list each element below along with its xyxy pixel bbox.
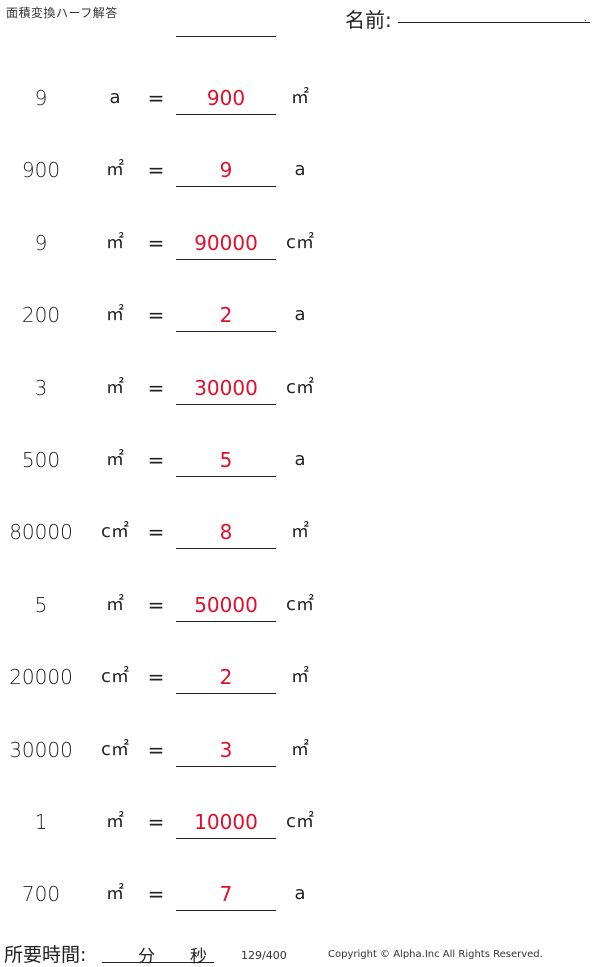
problem-unit: ㎡ — [106, 449, 124, 470]
problem-value: 3 — [34, 375, 48, 400]
equals-sign: = — [147, 737, 165, 762]
target-unit: ㎡ — [291, 738, 309, 760]
problem-value: 700 — [21, 882, 61, 907]
equals-sign: = — [147, 520, 165, 545]
problem-row: 200 ㎡ = 2 a — [0, 295, 600, 335]
time-label: 所要時間: — [4, 944, 87, 966]
copyright: Copyright © Alpha.Inc All Rights Reserve… — [328, 949, 543, 960]
equals-sign: = — [147, 230, 165, 255]
problem-value: 500 — [21, 448, 61, 472]
answer-blank[interactable] — [176, 158, 276, 188]
target-unit: c㎡ — [286, 376, 314, 398]
target-unit: a — [294, 883, 306, 905]
target-unit: c㎡ — [286, 593, 314, 615]
equals-sign: = — [147, 810, 165, 834]
page-number: 129/400 — [241, 949, 287, 962]
minutes-label: 分 — [138, 947, 155, 967]
problem-value: 1 — [34, 810, 48, 834]
name-label: 名前: — [345, 8, 392, 32]
equals-sign: = — [147, 303, 165, 328]
answer-blank[interactable] — [176, 738, 276, 767]
problem-unit: ㎡ — [106, 883, 124, 905]
problem-value: 9 — [34, 230, 48, 255]
answer-blank[interactable] — [176, 593, 276, 622]
problem-value: 20000 — [9, 665, 73, 690]
problem-value: 9 — [34, 86, 48, 110]
answer-blank[interactable] — [176, 810, 276, 839]
equals-sign: = — [147, 665, 165, 690]
problem-row: 9 a = 900 ㎡ — [0, 78, 600, 118]
equals-sign: = — [147, 882, 165, 907]
target-unit: a — [294, 159, 306, 181]
answer-value: 50000 — [194, 592, 258, 617]
problem-row: 1 ㎡ = 10000 c㎡ — [0, 802, 600, 842]
problem-value: 5 — [34, 592, 48, 617]
target-unit: a — [294, 304, 306, 326]
problem-unit: c㎡ — [101, 738, 129, 760]
answer-blank[interactable] — [176, 303, 276, 333]
answer-value: 7 — [219, 882, 233, 907]
answer-value: 8 — [219, 520, 233, 545]
problem-value: 200 — [21, 303, 61, 328]
equals-sign: = — [147, 448, 165, 472]
problem-unit: ㎡ — [106, 593, 124, 615]
answer-value: 9 — [219, 158, 233, 183]
target-unit: c㎡ — [286, 811, 314, 832]
answer-blank[interactable] — [176, 231, 276, 260]
problem-unit: ㎡ — [106, 811, 124, 832]
problem-unit: ㎡ — [106, 376, 124, 398]
answer-value: 5 — [219, 448, 233, 472]
problem-unit: ㎡ — [106, 304, 124, 326]
equals-sign: = — [147, 158, 165, 183]
problem-row: 900 ㎡ = 9 a — [0, 150, 600, 190]
problem-row: 9 ㎡ = 90000 c㎡ — [0, 223, 600, 263]
problem-row: 30000 c㎡ = 3 ㎡ — [0, 730, 600, 770]
problem-row: 80000 c㎡ = 8 ㎡ — [0, 512, 600, 552]
problem-unit: c㎡ — [101, 666, 129, 688]
answer-blank[interactable] — [176, 882, 276, 912]
answer-blank[interactable] — [176, 520, 276, 550]
problem-unit: c㎡ — [101, 521, 129, 543]
problem-value: 80000 — [9, 520, 73, 545]
target-unit: a — [294, 449, 306, 470]
target-unit: ㎡ — [291, 87, 309, 108]
problem-row: 20000 c㎡ = 2 ㎡ — [0, 657, 600, 697]
answer-value: 2 — [219, 303, 233, 328]
problem-row: 3 ㎡ = 30000 c㎡ — [0, 368, 600, 408]
problem-unit: ㎡ — [106, 159, 124, 181]
problem-row: 500 ㎡ = 5 a — [0, 440, 600, 480]
problem-value: 900 — [21, 158, 61, 183]
problem-row: 5 ㎡ = 50000 c㎡ — [0, 585, 600, 625]
answer-blank[interactable] — [176, 86, 276, 115]
answer-blank[interactable] — [176, 665, 276, 695]
problem-unit: ㎡ — [106, 231, 124, 253]
target-unit: c㎡ — [286, 231, 314, 253]
answer-value: 10000 — [194, 810, 258, 834]
answer-blank[interactable] — [176, 376, 276, 405]
target-unit: ㎡ — [291, 521, 309, 543]
top-answer-line — [176, 36, 276, 37]
problem-value: 30000 — [9, 737, 73, 762]
answer-blank[interactable] — [176, 448, 276, 477]
answer-value: 2 — [219, 665, 233, 690]
problem-unit: a — [109, 87, 121, 108]
time-field-line[interactable] — [102, 962, 214, 963]
target-unit: ㎡ — [291, 666, 309, 688]
worksheet-title: 面積変換ハーフ解答 — [6, 6, 118, 20]
name-field-line[interactable] — [398, 22, 590, 23]
equals-sign: = — [147, 375, 165, 400]
seconds-label: 秒 — [190, 947, 207, 967]
problem-row: 700 ㎡ = 7 a — [0, 874, 600, 914]
answer-value: 3 — [219, 737, 233, 762]
answer-value: 90000 — [194, 230, 258, 255]
equals-sign: = — [147, 86, 165, 110]
answer-value: 30000 — [194, 375, 258, 400]
answer-value: 900 — [206, 86, 246, 110]
equals-sign: = — [147, 592, 165, 617]
name-field-dot: . — [584, 13, 588, 24]
